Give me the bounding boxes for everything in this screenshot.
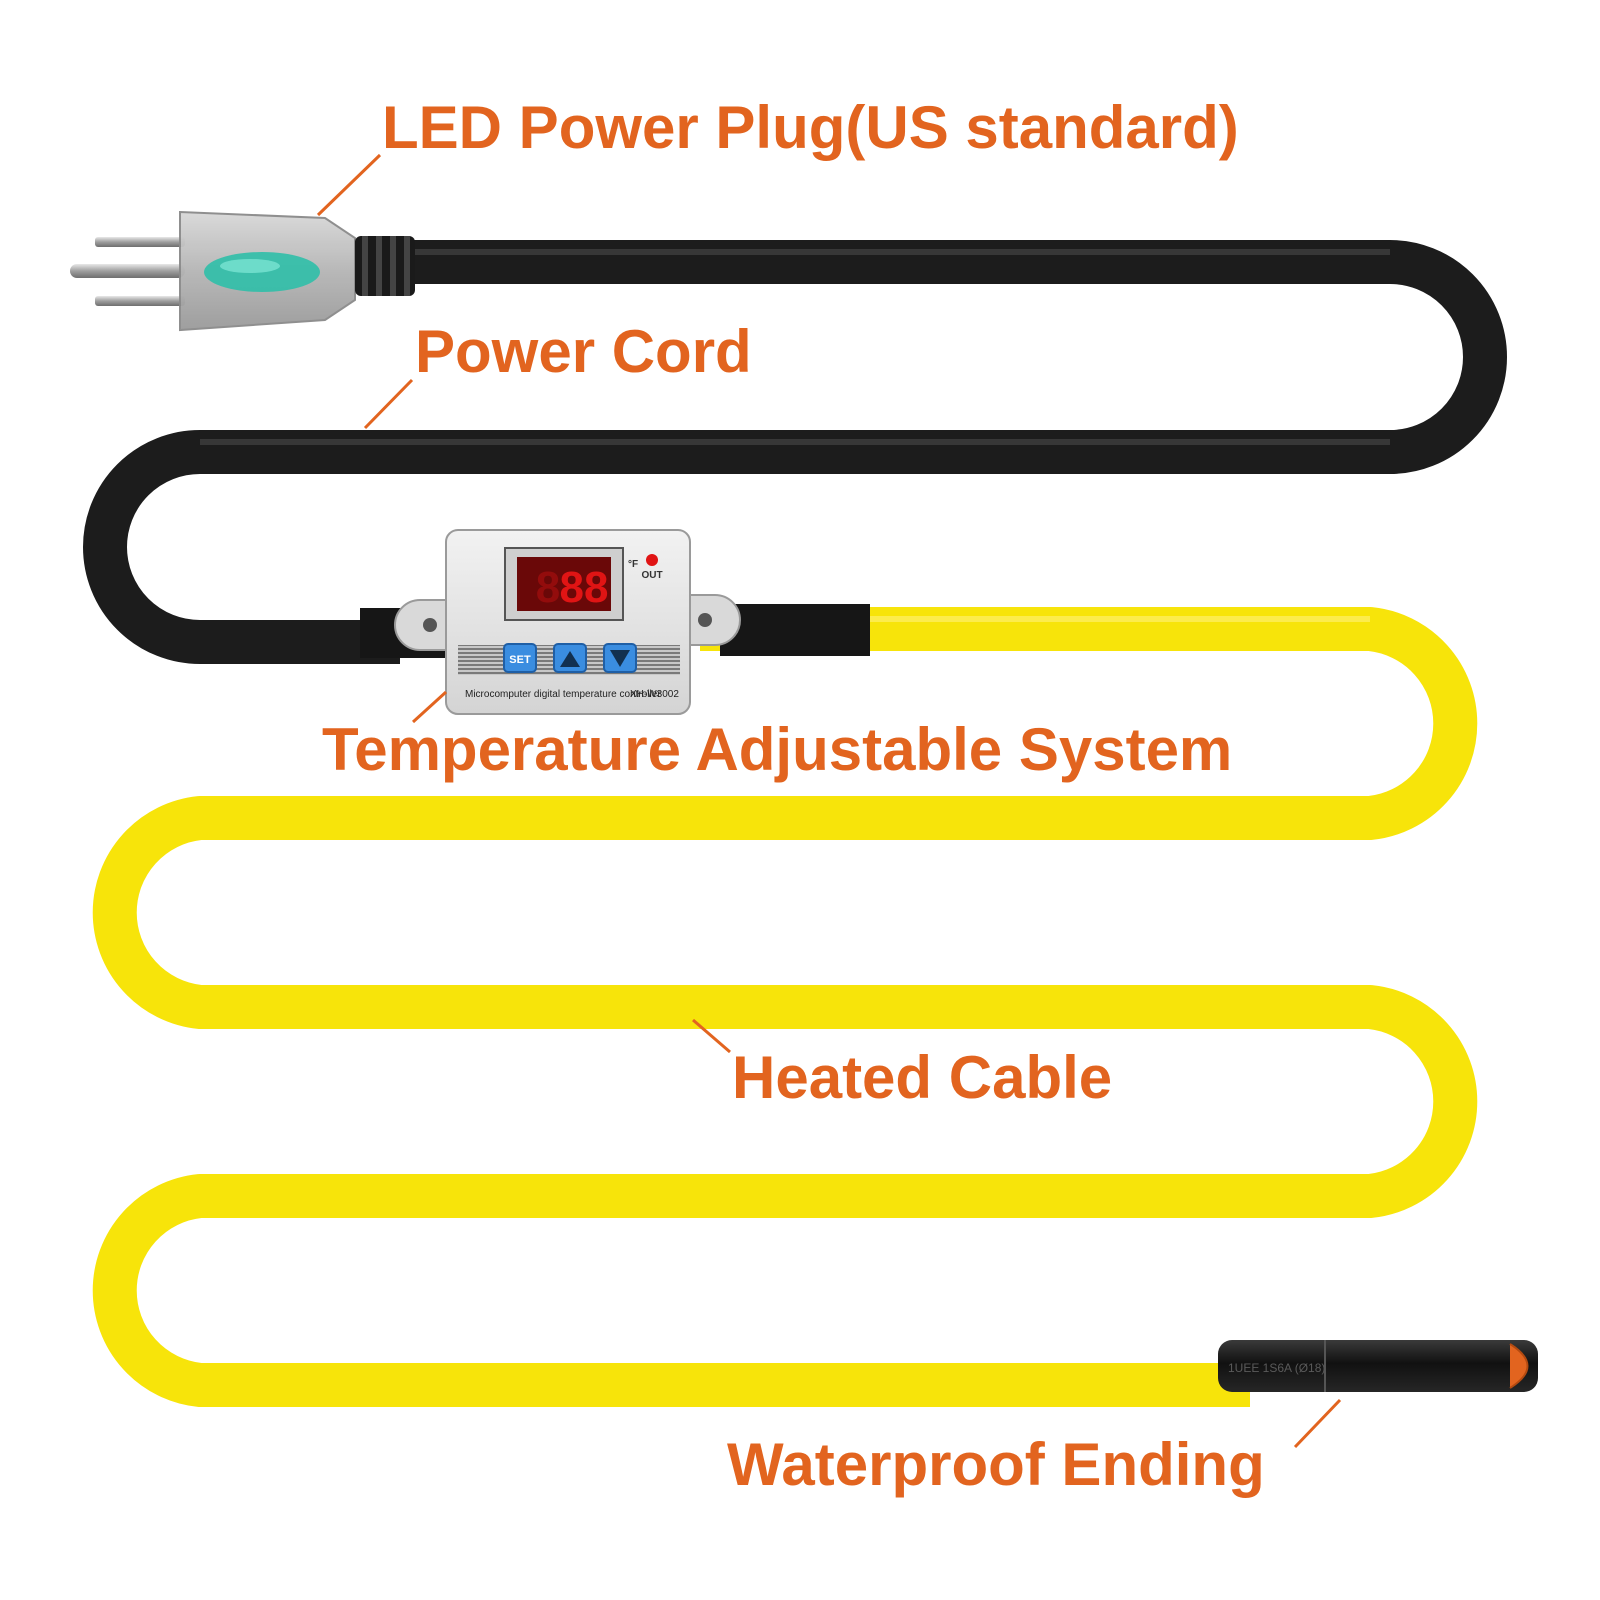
triangle-down-icon (610, 650, 630, 667)
temperature-controller: 8 88 °F OUT SET Microcomputer digital te… (360, 529, 870, 715)
out-indicator-icon (646, 554, 658, 566)
triangle-up-icon (560, 651, 580, 667)
plug-leader-line (316, 153, 382, 217)
led-display (517, 557, 611, 611)
set-button-label: SET (509, 654, 531, 666)
ending-leader-line (1293, 1398, 1342, 1449)
label-power-plug: LED Power Plug(US standard) (382, 94, 1239, 161)
tip-marking: 1UEE 1S6A (Ø18) (1228, 1361, 1325, 1375)
label-power-cord: Power Cord (415, 318, 752, 385)
label-temperature-system: Temperature Adjustable System (322, 716, 1232, 783)
cable-leader-line (692, 1018, 731, 1054)
power-cord (83, 240, 1507, 664)
us-power-plug (70, 210, 415, 332)
controller-leader-line (411, 690, 448, 724)
controller-description: Microcomputer digital temperature contro… (465, 689, 661, 700)
display-unit: °F (628, 559, 638, 570)
cord-leader-line (363, 378, 414, 430)
up-button[interactable] (553, 643, 587, 673)
down-button[interactable] (603, 643, 637, 673)
display-value: 88 (560, 563, 609, 612)
label-heated-cable: Heated Cable (732, 1044, 1112, 1111)
label-waterproof-ending: Waterproof Ending (727, 1431, 1265, 1498)
controller-model: XH-W3002 (630, 689, 679, 700)
waterproof-tip: 1UEE 1S6A (Ø18) (1218, 1340, 1538, 1392)
set-button[interactable] (503, 643, 537, 673)
display-ghost-digit: 8 (536, 563, 560, 612)
out-label: OUT (641, 570, 662, 581)
